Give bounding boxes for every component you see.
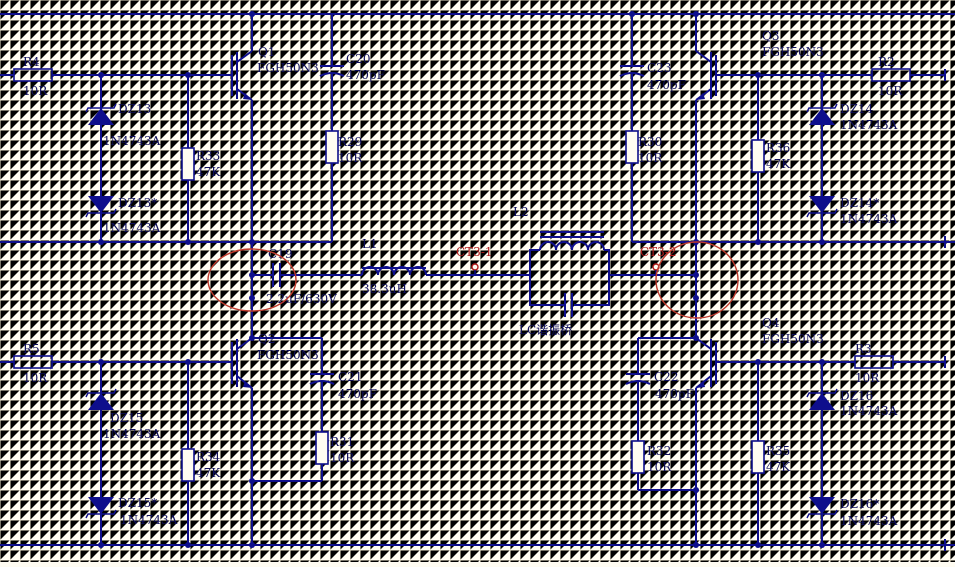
dz15-symbol bbox=[88, 393, 114, 410]
c20-r29-snubber bbox=[249, 11, 345, 245]
c22-r32-snubber bbox=[625, 337, 696, 491]
c21-ref: C21 bbox=[338, 370, 362, 384]
dz14-part: 1N4743A bbox=[840, 118, 898, 132]
ct3-1-label: CT3-1 bbox=[456, 245, 493, 259]
q2-ref: Q2 bbox=[258, 332, 275, 346]
q4-igbt-symbol bbox=[693, 272, 855, 548]
dz16-part: 1N4743A bbox=[840, 404, 898, 418]
ct3-1-node bbox=[471, 263, 479, 271]
r36-ref: R36 bbox=[766, 141, 790, 155]
left-lower-gate-network bbox=[0, 355, 232, 548]
r35-body bbox=[751, 440, 765, 474]
dz14b-symbol bbox=[809, 196, 835, 213]
left-upper-gate-network bbox=[0, 68, 232, 245]
r32-ref: R32 bbox=[647, 444, 671, 458]
q2-part: FGH50N3 bbox=[257, 348, 319, 362]
c23-ref: C23 bbox=[647, 61, 671, 75]
r34-value: 47K bbox=[196, 466, 221, 480]
dz16-ref: DZ16 bbox=[840, 389, 873, 403]
r3-ref: R3 bbox=[855, 342, 872, 356]
dz15-part: 1N4743A bbox=[103, 427, 161, 441]
c22-value: 470pF bbox=[655, 387, 694, 401]
q3-ref: Q3 bbox=[762, 29, 779, 43]
c22-ref: C22 bbox=[654, 370, 678, 384]
r35-value: 47K bbox=[766, 460, 791, 474]
r36-value: 47K bbox=[766, 157, 791, 171]
dz15b-part: 1N4743A bbox=[120, 513, 178, 527]
r29-ref: R29 bbox=[338, 135, 362, 149]
c21-value: 470pF bbox=[338, 387, 377, 401]
dz13-ref: DZ13 bbox=[118, 102, 151, 116]
c20-value: 470pF bbox=[346, 68, 385, 82]
q4-ref: Q4 bbox=[762, 316, 780, 330]
dz16b-symbol bbox=[809, 497, 835, 514]
dz13b-symbol bbox=[88, 196, 114, 213]
q3-part: FGH50N3 bbox=[762, 45, 824, 59]
r2-ref: R2 bbox=[878, 55, 895, 69]
r3-value: 10R bbox=[855, 371, 880, 385]
r29-body bbox=[325, 130, 339, 164]
dz16b-ref: DZ16* bbox=[840, 497, 879, 511]
r34-ref: R34 bbox=[196, 450, 221, 464]
left-highlight-circle bbox=[207, 248, 297, 312]
dz16-symbol bbox=[809, 393, 835, 410]
r33-value: 47K bbox=[196, 165, 221, 179]
q3-igbt-symbol bbox=[629, 11, 872, 338]
c23-value: 470pF bbox=[647, 78, 686, 92]
r33-ref: R33 bbox=[196, 149, 220, 163]
r5-ref: R5 bbox=[23, 342, 40, 356]
q1-ref: Q1 bbox=[258, 45, 275, 59]
c21-r31-snubber bbox=[252, 337, 335, 482]
dz14-symbol bbox=[809, 108, 835, 125]
dz14b-ref: DZ14* bbox=[840, 196, 879, 210]
dz13-part: 1N4743A bbox=[103, 134, 161, 148]
dz16b-part: 1N4743A bbox=[840, 514, 898, 528]
l1-value: 38.3uH bbox=[362, 282, 407, 296]
r35-ref: R35 bbox=[766, 444, 790, 458]
c19-ref: C19 bbox=[268, 247, 292, 261]
r4-ref: R4 bbox=[23, 55, 40, 69]
r31-ref: R31 bbox=[330, 435, 354, 449]
l1-ref: L1 bbox=[362, 237, 378, 251]
r31-body bbox=[315, 431, 329, 465]
right-upper-gate-network bbox=[751, 68, 946, 248]
dz14-ref: DZ14 bbox=[840, 102, 874, 116]
r2-value: 10R bbox=[878, 84, 903, 98]
dz14b-part: 1N4743A bbox=[840, 212, 898, 226]
r31-value: 10R bbox=[330, 451, 355, 465]
ct3-2-label: CT3-2 bbox=[640, 245, 677, 259]
c23-r30-snubber bbox=[619, 14, 645, 242]
q4-part: FGH50N3 bbox=[762, 332, 824, 346]
c19-l1-branch bbox=[249, 263, 530, 301]
r29-value: 10R bbox=[338, 151, 363, 165]
dz15-ref: DZ15 bbox=[110, 411, 143, 425]
r30-ref: R30 bbox=[638, 135, 662, 149]
right-lower-gate-network bbox=[751, 355, 946, 551]
c19-value: 2.2uF/630V bbox=[266, 292, 337, 306]
lc-bridge-label: LC谐振桥 bbox=[519, 323, 572, 337]
right-highlight-circle bbox=[655, 241, 739, 319]
dz13-symbol bbox=[88, 108, 114, 125]
r30-body bbox=[625, 130, 639, 164]
r34-body bbox=[181, 448, 195, 482]
dz13b-part: 1N4743A bbox=[103, 221, 161, 235]
r30-value: 10R bbox=[638, 151, 663, 165]
lc-resonant-bridge bbox=[529, 231, 696, 317]
dz13b-ref: DZ13* bbox=[118, 196, 157, 210]
r32-body bbox=[631, 440, 645, 474]
l2-coil bbox=[539, 241, 605, 251]
r5-value: 10R bbox=[23, 371, 48, 385]
dz15b-symbol bbox=[88, 497, 114, 514]
r36-body bbox=[751, 139, 765, 173]
l2-ref: L2 bbox=[513, 205, 529, 219]
r32-value: 10R bbox=[647, 460, 672, 474]
c20-ref: C20 bbox=[346, 52, 370, 66]
q1-part: FGH50N3 bbox=[257, 61, 319, 75]
r4-value: 10R bbox=[23, 84, 48, 98]
dz15b-ref: DZ15* bbox=[118, 496, 157, 510]
r33-body bbox=[181, 147, 195, 181]
